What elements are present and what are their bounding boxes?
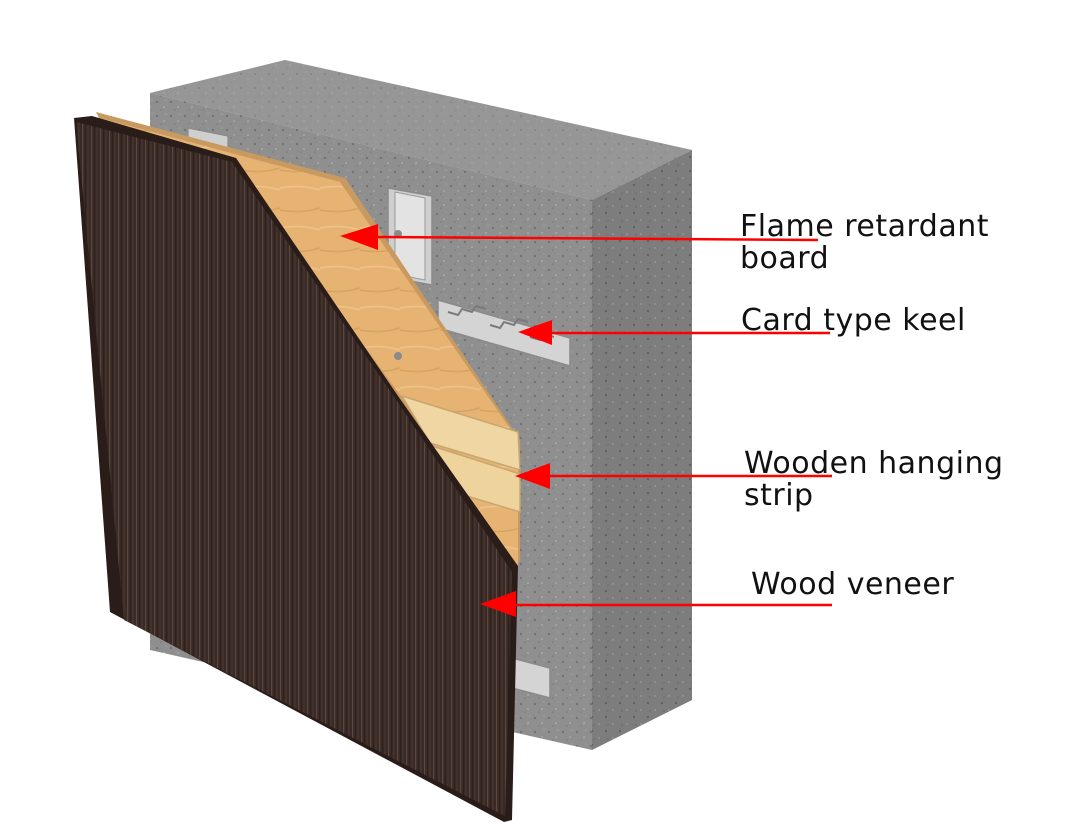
label-flame-retardant-board: Flame retardant board [740, 211, 989, 275]
label-strip-line2: strip [744, 480, 1004, 512]
label-flame-line1: Flame retardant [740, 211, 989, 243]
label-card-type-keel: Card type keel [741, 305, 966, 337]
label-wood-veneer: Wood veneer [751, 569, 954, 601]
label-flame-line2: board [740, 243, 989, 275]
label-wooden-hanging-strip: Wooden hanging strip [744, 448, 1004, 512]
label-strip-line1: Wooden hanging [744, 448, 1004, 480]
